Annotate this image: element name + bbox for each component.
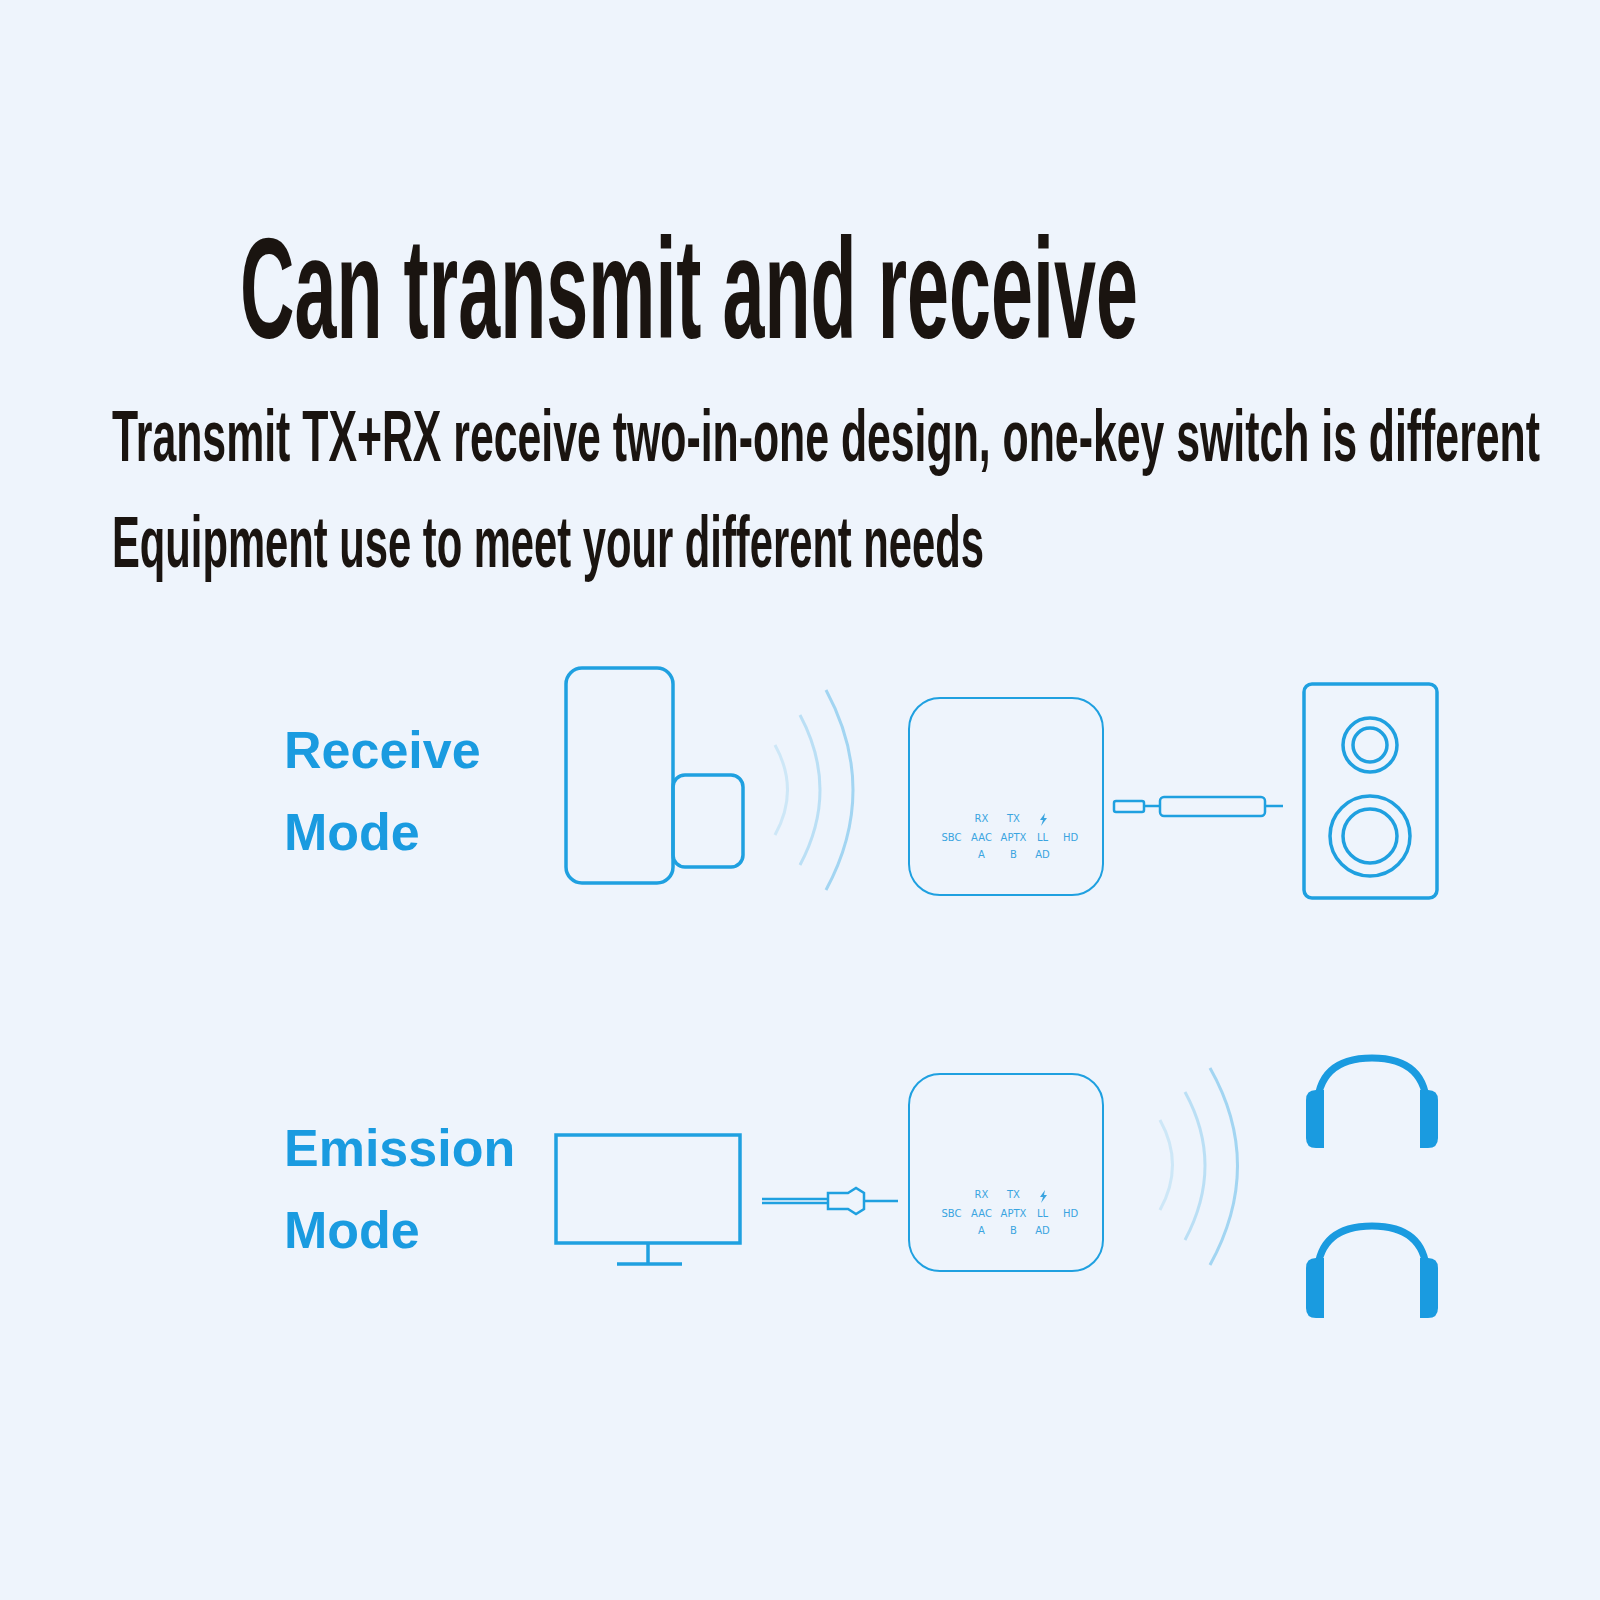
adapter-box: RX TX SBC AAC APTX LL HD A B AD	[908, 697, 1104, 896]
heading: Can transmit and receive	[240, 218, 1138, 360]
indicator-label: TX	[1007, 814, 1020, 824]
indicator-label: A	[978, 850, 985, 860]
audio-cable	[1114, 797, 1283, 816]
indicator-label: LL	[1037, 833, 1048, 843]
subtitle-line: Equipment use to meet your different nee…	[112, 506, 984, 578]
phone-icon	[566, 668, 673, 883]
subtitle-line: Transmit TX+RX receive two-in-one design…	[112, 400, 1540, 472]
monitor-icon	[556, 1135, 740, 1243]
plug-icon	[673, 775, 743, 867]
speaker-cone	[1330, 796, 1410, 876]
monitor-stand	[617, 1262, 682, 1266]
indicator-label: APTX	[1001, 833, 1027, 843]
indicator-label: A	[978, 1226, 985, 1236]
speaker-icon	[1304, 684, 1437, 898]
indicator-label: SBC	[941, 1209, 961, 1219]
indicator-label: AD	[1035, 850, 1050, 860]
indicator-label: HD	[1063, 1209, 1078, 1219]
indicator-label: LL	[1037, 1209, 1048, 1219]
audio-cable	[762, 1188, 898, 1214]
monitor-stand	[646, 1243, 650, 1264]
indicator-label: AAC	[971, 833, 992, 843]
power-symbol	[1040, 813, 1047, 1203]
indicator-label: APTX	[1001, 1209, 1027, 1219]
wireless-waves	[775, 690, 1238, 1265]
headphones-icon	[1306, 1058, 1438, 1148]
speaker-cone	[1343, 809, 1397, 863]
indicator-label: HD	[1063, 833, 1078, 843]
indicator-label: B	[1010, 1226, 1017, 1236]
headphones-icon	[1306, 1226, 1438, 1318]
device-icons	[556, 668, 1437, 1264]
indicator-label: TX	[1007, 1190, 1020, 1200]
indicator-label: RX	[975, 814, 989, 824]
indicator-label: B	[1010, 850, 1017, 860]
mode-label: Receive Mode	[284, 709, 481, 873]
indicator-label: AAC	[971, 1209, 992, 1219]
speaker-cone	[1353, 728, 1387, 762]
speaker-cone	[1343, 718, 1397, 772]
indicator-label: RX	[975, 1190, 989, 1200]
mode-label: Emission Mode	[284, 1107, 515, 1271]
indicator-label: SBC	[941, 833, 961, 843]
indicator-label: AD	[1035, 1226, 1050, 1236]
adapter-box: RX TX SBC AAC APTX LL HD A B AD	[908, 1073, 1104, 1272]
